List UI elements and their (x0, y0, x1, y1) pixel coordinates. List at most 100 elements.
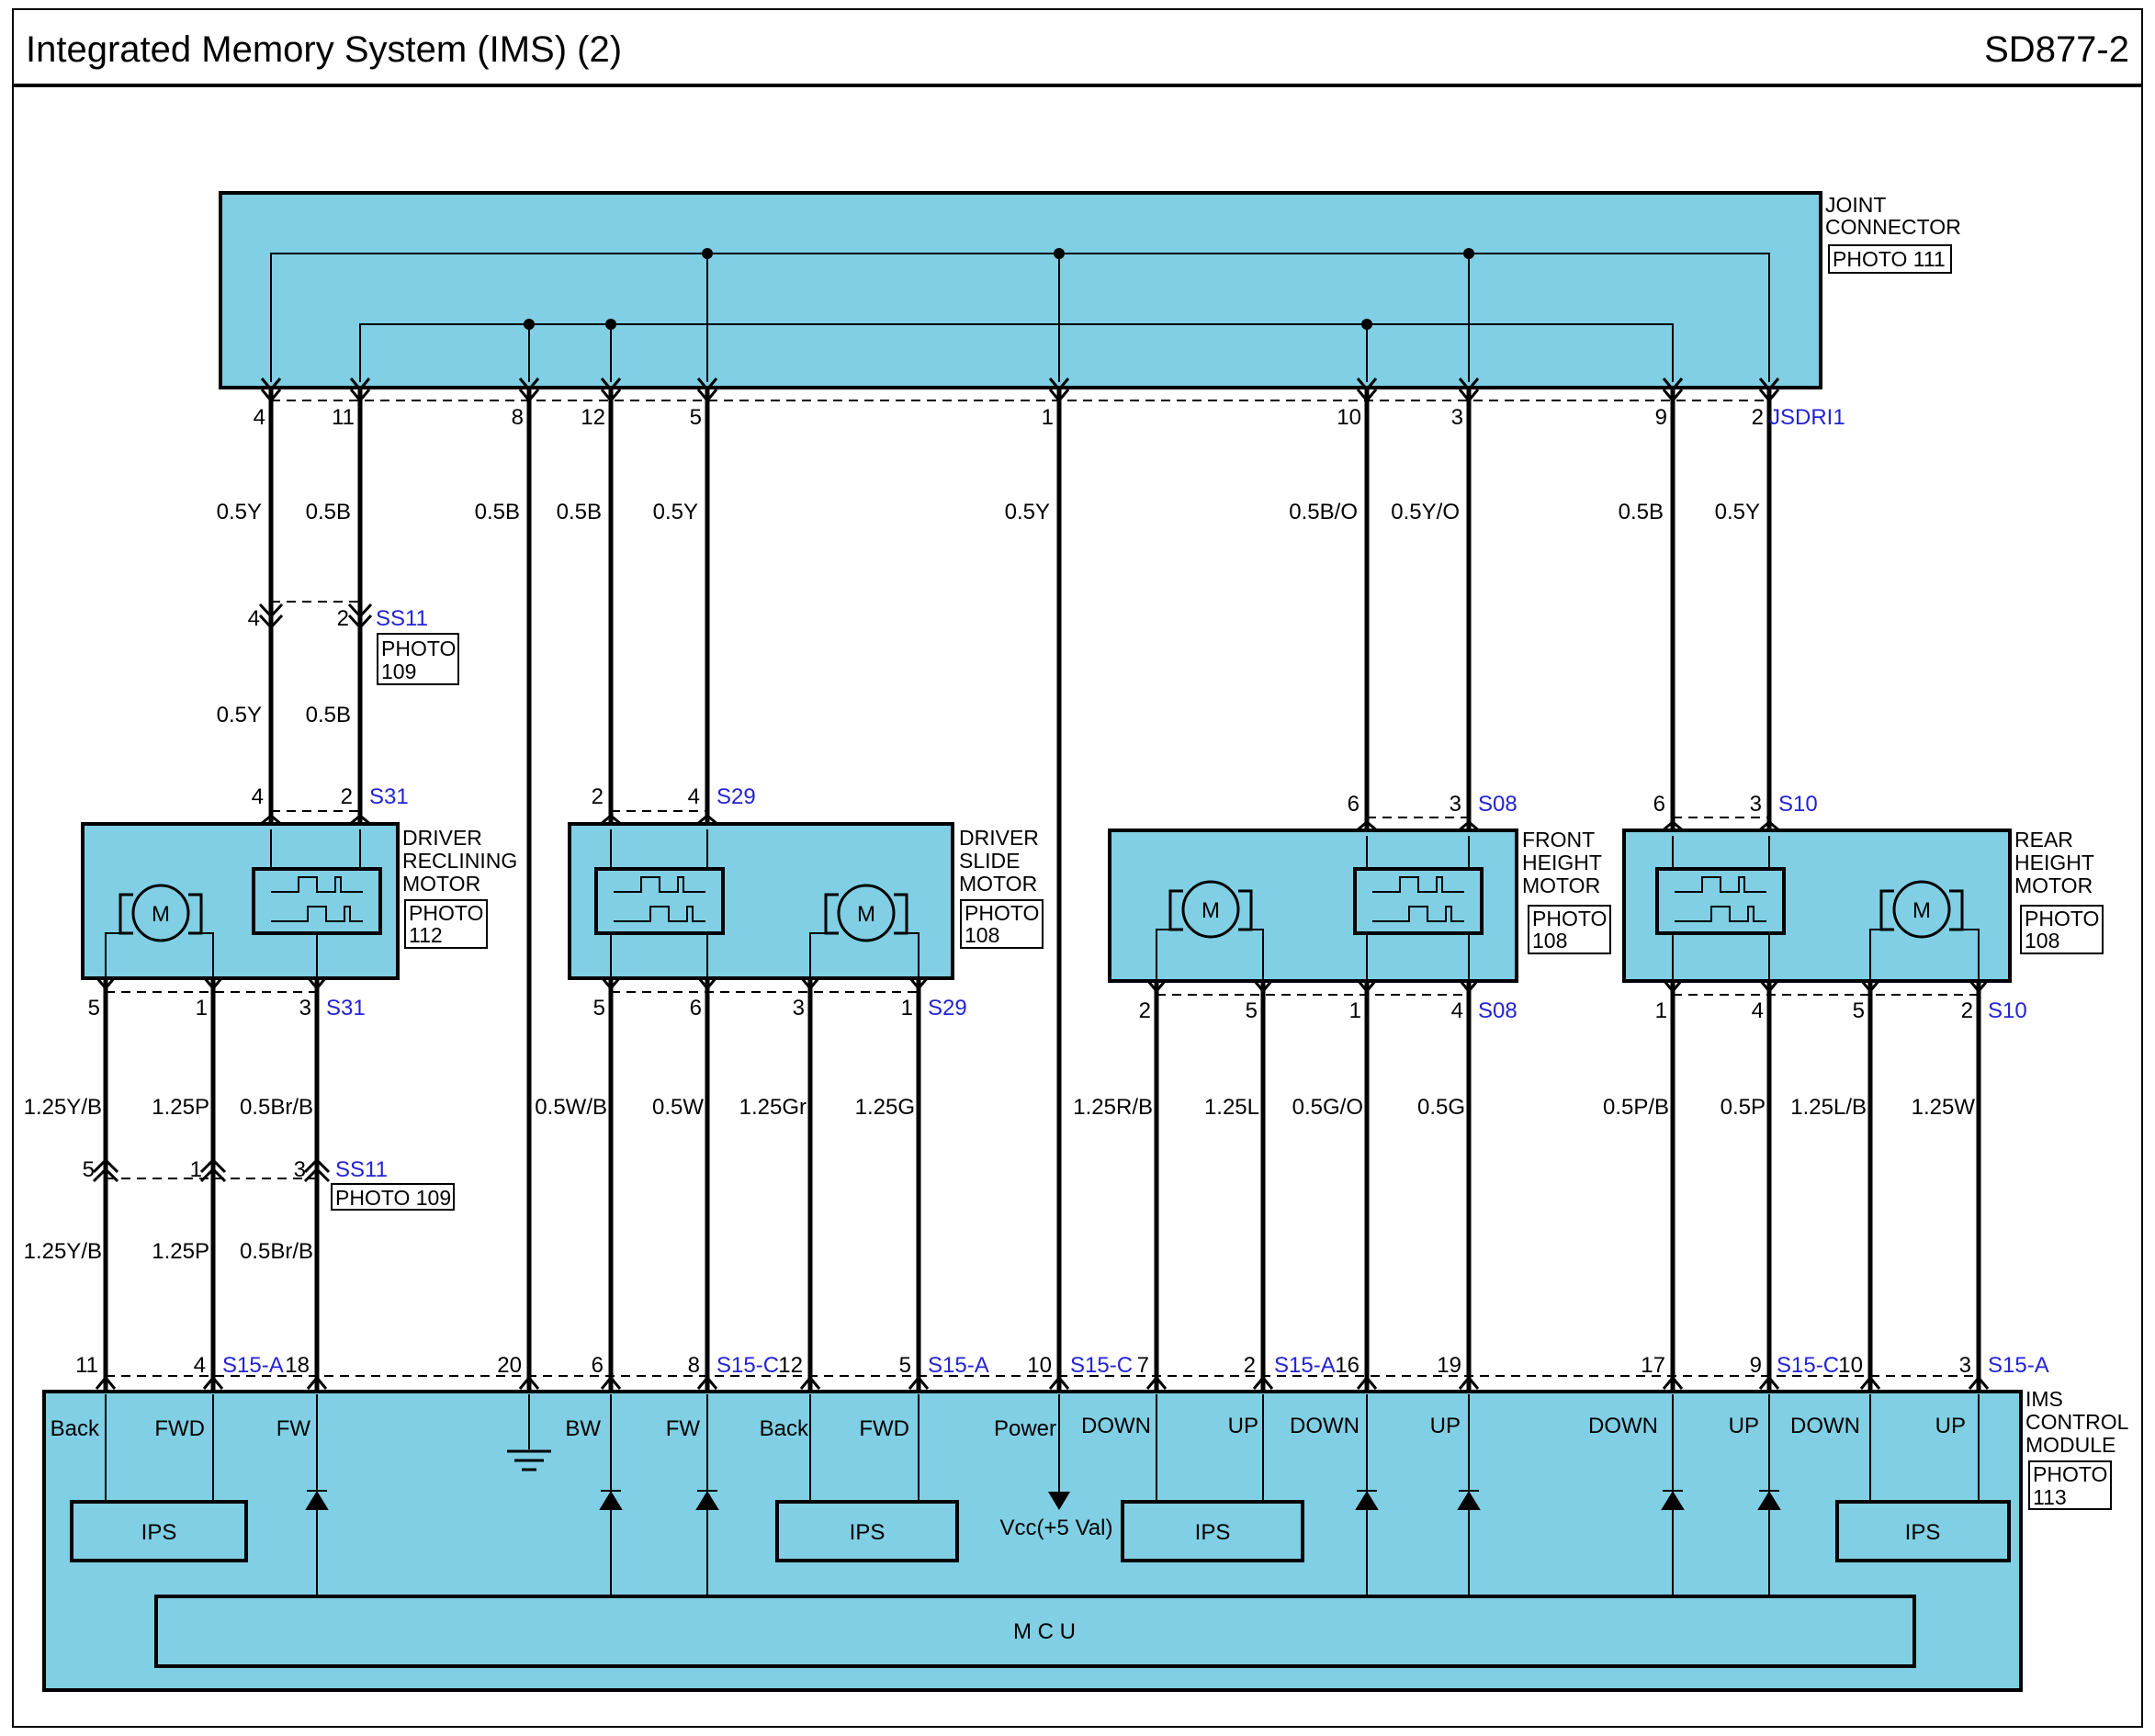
ips-label: IPS (850, 1520, 886, 1545)
photo-label: PHOTO (409, 901, 483, 925)
joint-photo-label: PHOTO 111 (1833, 247, 1946, 271)
ims-terminal-label: FWD (154, 1416, 205, 1441)
ims-pin-number: 11 (75, 1353, 98, 1378)
motor-name-label: DRIVER (959, 826, 1039, 850)
wire-spec-label: 0.5Y (217, 500, 262, 524)
ss11-pin-number: 2 (337, 606, 349, 631)
joint-pin-number: 5 (690, 405, 702, 430)
motor-name-label: MOTOR (959, 872, 1037, 896)
motor-pin-number: 1 (1655, 998, 1667, 1023)
wire-spec-label: 0.5Br/B (240, 1095, 313, 1120)
connector-id: S10 (1778, 792, 1818, 817)
wire-spec-label: 0.5B (306, 703, 351, 727)
photo-label: 112 (409, 923, 443, 947)
vcc-label: Vcc(+5 Val) (1000, 1516, 1113, 1540)
ims-pin-number: 7 (1137, 1353, 1149, 1378)
ims-terminal-label: UP (1430, 1414, 1461, 1438)
photo-boxes (331, 244, 2112, 1510)
wire-spec-label: 1.25W (1912, 1095, 1976, 1120)
connector-id: S29 (716, 784, 756, 809)
motor-pin-number: 5 (88, 996, 100, 1020)
joint-connector-id: JSDRI1 (1769, 405, 1845, 430)
ims-pin-number: 5 (899, 1353, 911, 1378)
ims-pin-number: 9 (1750, 1353, 1762, 1378)
wire-spec-label: 0.5B/O (1289, 500, 1358, 524)
ims-terminal-label: DOWN (1790, 1414, 1860, 1438)
ims-terminal-label: Back (760, 1416, 809, 1441)
wire-spec-label: 1.25L/B (1790, 1095, 1867, 1120)
joint-connector-label: JOINT (1825, 193, 1886, 217)
connector-id: SS11 (376, 606, 428, 631)
motor-name-label: HEIGHT (2014, 851, 2094, 874)
hall-sensor-icon (1353, 867, 1484, 935)
ss11-pin-number: 3 (294, 1157, 306, 1182)
motor-pin-number: 2 (1961, 998, 1973, 1023)
joint-connector-box (219, 191, 1822, 389)
page-frame (12, 8, 2143, 1728)
motor-name-label: SLIDE (959, 849, 1020, 873)
wire-spec-label: 0.5Y (217, 703, 262, 727)
joint-pin-number: 11 (332, 405, 355, 430)
ims-pin-number: 4 (194, 1353, 206, 1378)
reclining-motor-internals: M (105, 829, 382, 978)
joint-bus-lines (270, 253, 1770, 382)
photo-label: PHOTO 109 (335, 1186, 451, 1210)
connector-id: S31 (369, 784, 409, 809)
wire-spec-label: 1.25P (152, 1095, 209, 1120)
diode-icons (305, 1490, 1781, 1510)
photo-label: 109 (381, 659, 416, 683)
mcu-label: M C U (1013, 1619, 1076, 1644)
mcu-block (154, 1595, 1916, 1668)
ims-module-label: MODULE (2025, 1433, 2116, 1457)
ims-pin-number: 18 (285, 1353, 310, 1378)
motor-label: M (152, 902, 170, 927)
ss11-pin-number: 1 (190, 1157, 202, 1182)
ims-terminal-label: UP (1935, 1414, 1966, 1438)
connector-id: S15-A (928, 1353, 989, 1378)
wire-spec-label: 1.25Gr (739, 1095, 807, 1120)
connector-id: S15-A (1988, 1353, 2049, 1378)
motor-pin-number: 3 (1750, 792, 1762, 817)
joint-pin-number: 9 (1655, 405, 1667, 430)
motor-pin-number: 3 (299, 996, 311, 1020)
ims-pin-number: 2 (1244, 1353, 1256, 1378)
motor-name-label: HEIGHT (1522, 851, 1602, 874)
wire-spec-label: 0.5B (306, 500, 351, 524)
photo-label: PHOTO (2033, 1462, 2107, 1486)
connector-id: S29 (928, 996, 967, 1020)
ims-terminal-label: Power (994, 1416, 1056, 1441)
motor-pin-number: 2 (341, 784, 353, 809)
diagram-code: SD877-2 (1984, 29, 2129, 70)
ims-terminal-label: UP (1729, 1414, 1759, 1438)
wire-spec-label: 0.5Y/O (1391, 500, 1460, 524)
wire-spec-label: 0.5P (1721, 1095, 1766, 1120)
motor-pin-number: 2 (1139, 998, 1151, 1023)
ips-block (1835, 1500, 2011, 1562)
joint-pin-number: 1 (1042, 405, 1054, 430)
wire-spec-label: 0.5Y (1005, 500, 1050, 524)
connector-id: S31 (326, 996, 366, 1020)
photo-label: 113 (2033, 1485, 2067, 1509)
wire-spec-label: 0.5G (1417, 1095, 1465, 1120)
splice-dots (524, 248, 1474, 330)
motor-name-label: MOTOR (1522, 874, 1600, 897)
ims-module-label: CONTROL (2025, 1410, 2129, 1434)
ims-pin-number: 10 (1027, 1353, 1052, 1378)
connector-id: S10 (1988, 998, 2027, 1023)
wire-spec-label: 0.5Br/B (240, 1239, 313, 1264)
motor-pin-number: 3 (793, 996, 805, 1020)
motor-pin-number: 4 (688, 784, 700, 809)
photo-label: PHOTO (2025, 907, 2099, 930)
ims-pin-number: 6 (592, 1353, 604, 1378)
ss11-pin-number: 5 (83, 1157, 95, 1182)
ims-pin-number: 19 (1437, 1353, 1461, 1378)
motor-pin-number: 5 (1853, 998, 1865, 1023)
ims-terminal-label: FW (276, 1416, 311, 1441)
ips-block (1121, 1500, 1304, 1562)
wire-spec-label: 1.25Y/B (24, 1239, 102, 1264)
ips-block (775, 1500, 959, 1562)
wire-spec-label: 1.25G (855, 1095, 915, 1120)
connector-id: S15-A (222, 1353, 284, 1378)
